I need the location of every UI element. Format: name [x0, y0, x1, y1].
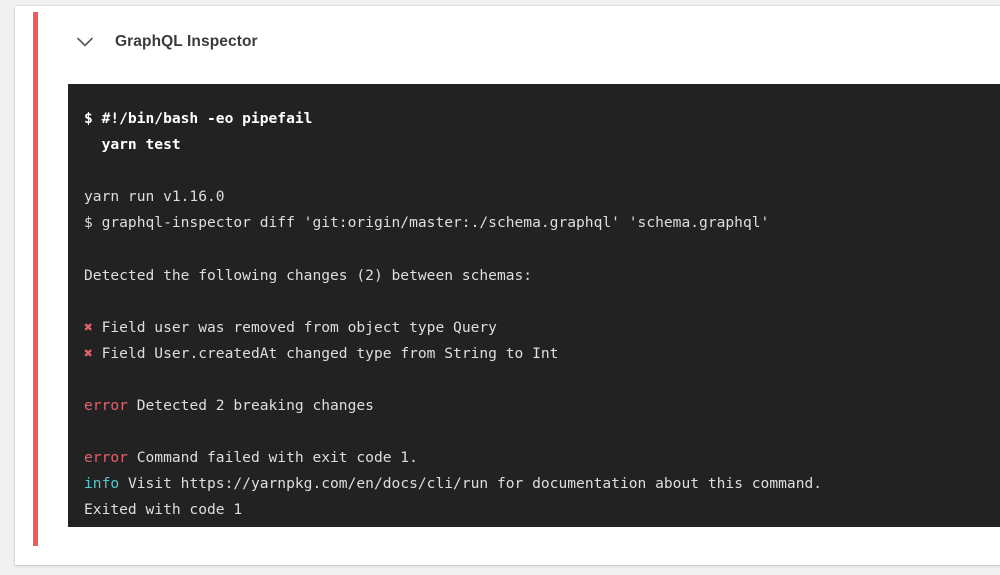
chevron-down-icon[interactable] — [74, 31, 96, 53]
terminal-line: Exited with code 1 — [84, 501, 243, 519]
terminal-line: yarn test — [84, 136, 181, 154]
terminal-line-text: Detected 2 breaking changes — [127, 397, 374, 415]
cross-icon: ✖ — [84, 318, 93, 336]
terminal-line: yarn run v1.16.0 — [84, 188, 225, 206]
terminal-line — [84, 289, 1000, 315]
terminal-line: error Command failed with exit code 1. — [84, 445, 1000, 471]
error-label: error — [84, 397, 128, 415]
terminal-log-lines: $ #!/bin/bash -eo pipefail yarn test yar… — [68, 84, 1000, 524]
terminal-line-text: Field user was removed from object type … — [92, 318, 497, 336]
terminal-line-text: Command failed with exit code 1. — [127, 449, 418, 467]
step-title: GraphQL Inspector — [115, 33, 258, 50]
step-header[interactable]: GraphQL Inspector — [53, 12, 1000, 72]
terminal-line: ✖ Field User.createdAt changed type from… — [84, 341, 1000, 367]
cross-icon: ✖ — [84, 344, 93, 362]
terminal-line — [84, 419, 1000, 445]
step-status-bar — [33, 12, 38, 546]
terminal-line-text: Visit https://yarnpkg.com/en/docs/cli/ru… — [119, 475, 823, 493]
terminal-output-panel[interactable]: $ #!/bin/bash -eo pipefail yarn test yar… — [68, 84, 1000, 527]
terminal-line — [84, 236, 1000, 262]
terminal-line: info Visit https://yarnpkg.com/en/docs/c… — [84, 471, 1000, 497]
terminal-line: $ #!/bin/bash -eo pipefail — [84, 110, 313, 127]
error-label: error — [84, 449, 128, 467]
info-label: info — [84, 475, 120, 493]
terminal-line-text: Field User.createdAt changed type from S… — [92, 344, 559, 362]
terminal-line: error Detected 2 breaking changes — [84, 393, 1000, 419]
terminal-line — [84, 367, 1000, 393]
terminal-line — [84, 158, 1000, 184]
build-step-card: GraphQL Inspector $ #!/bin/bash -eo pipe… — [15, 6, 1000, 565]
terminal-line: ✖ Field user was removed from object typ… — [84, 315, 1000, 341]
terminal-line: $ graphql-inspector diff 'git:origin/mas… — [84, 214, 770, 232]
terminal-line: Detected the following changes (2) betwe… — [84, 266, 533, 284]
